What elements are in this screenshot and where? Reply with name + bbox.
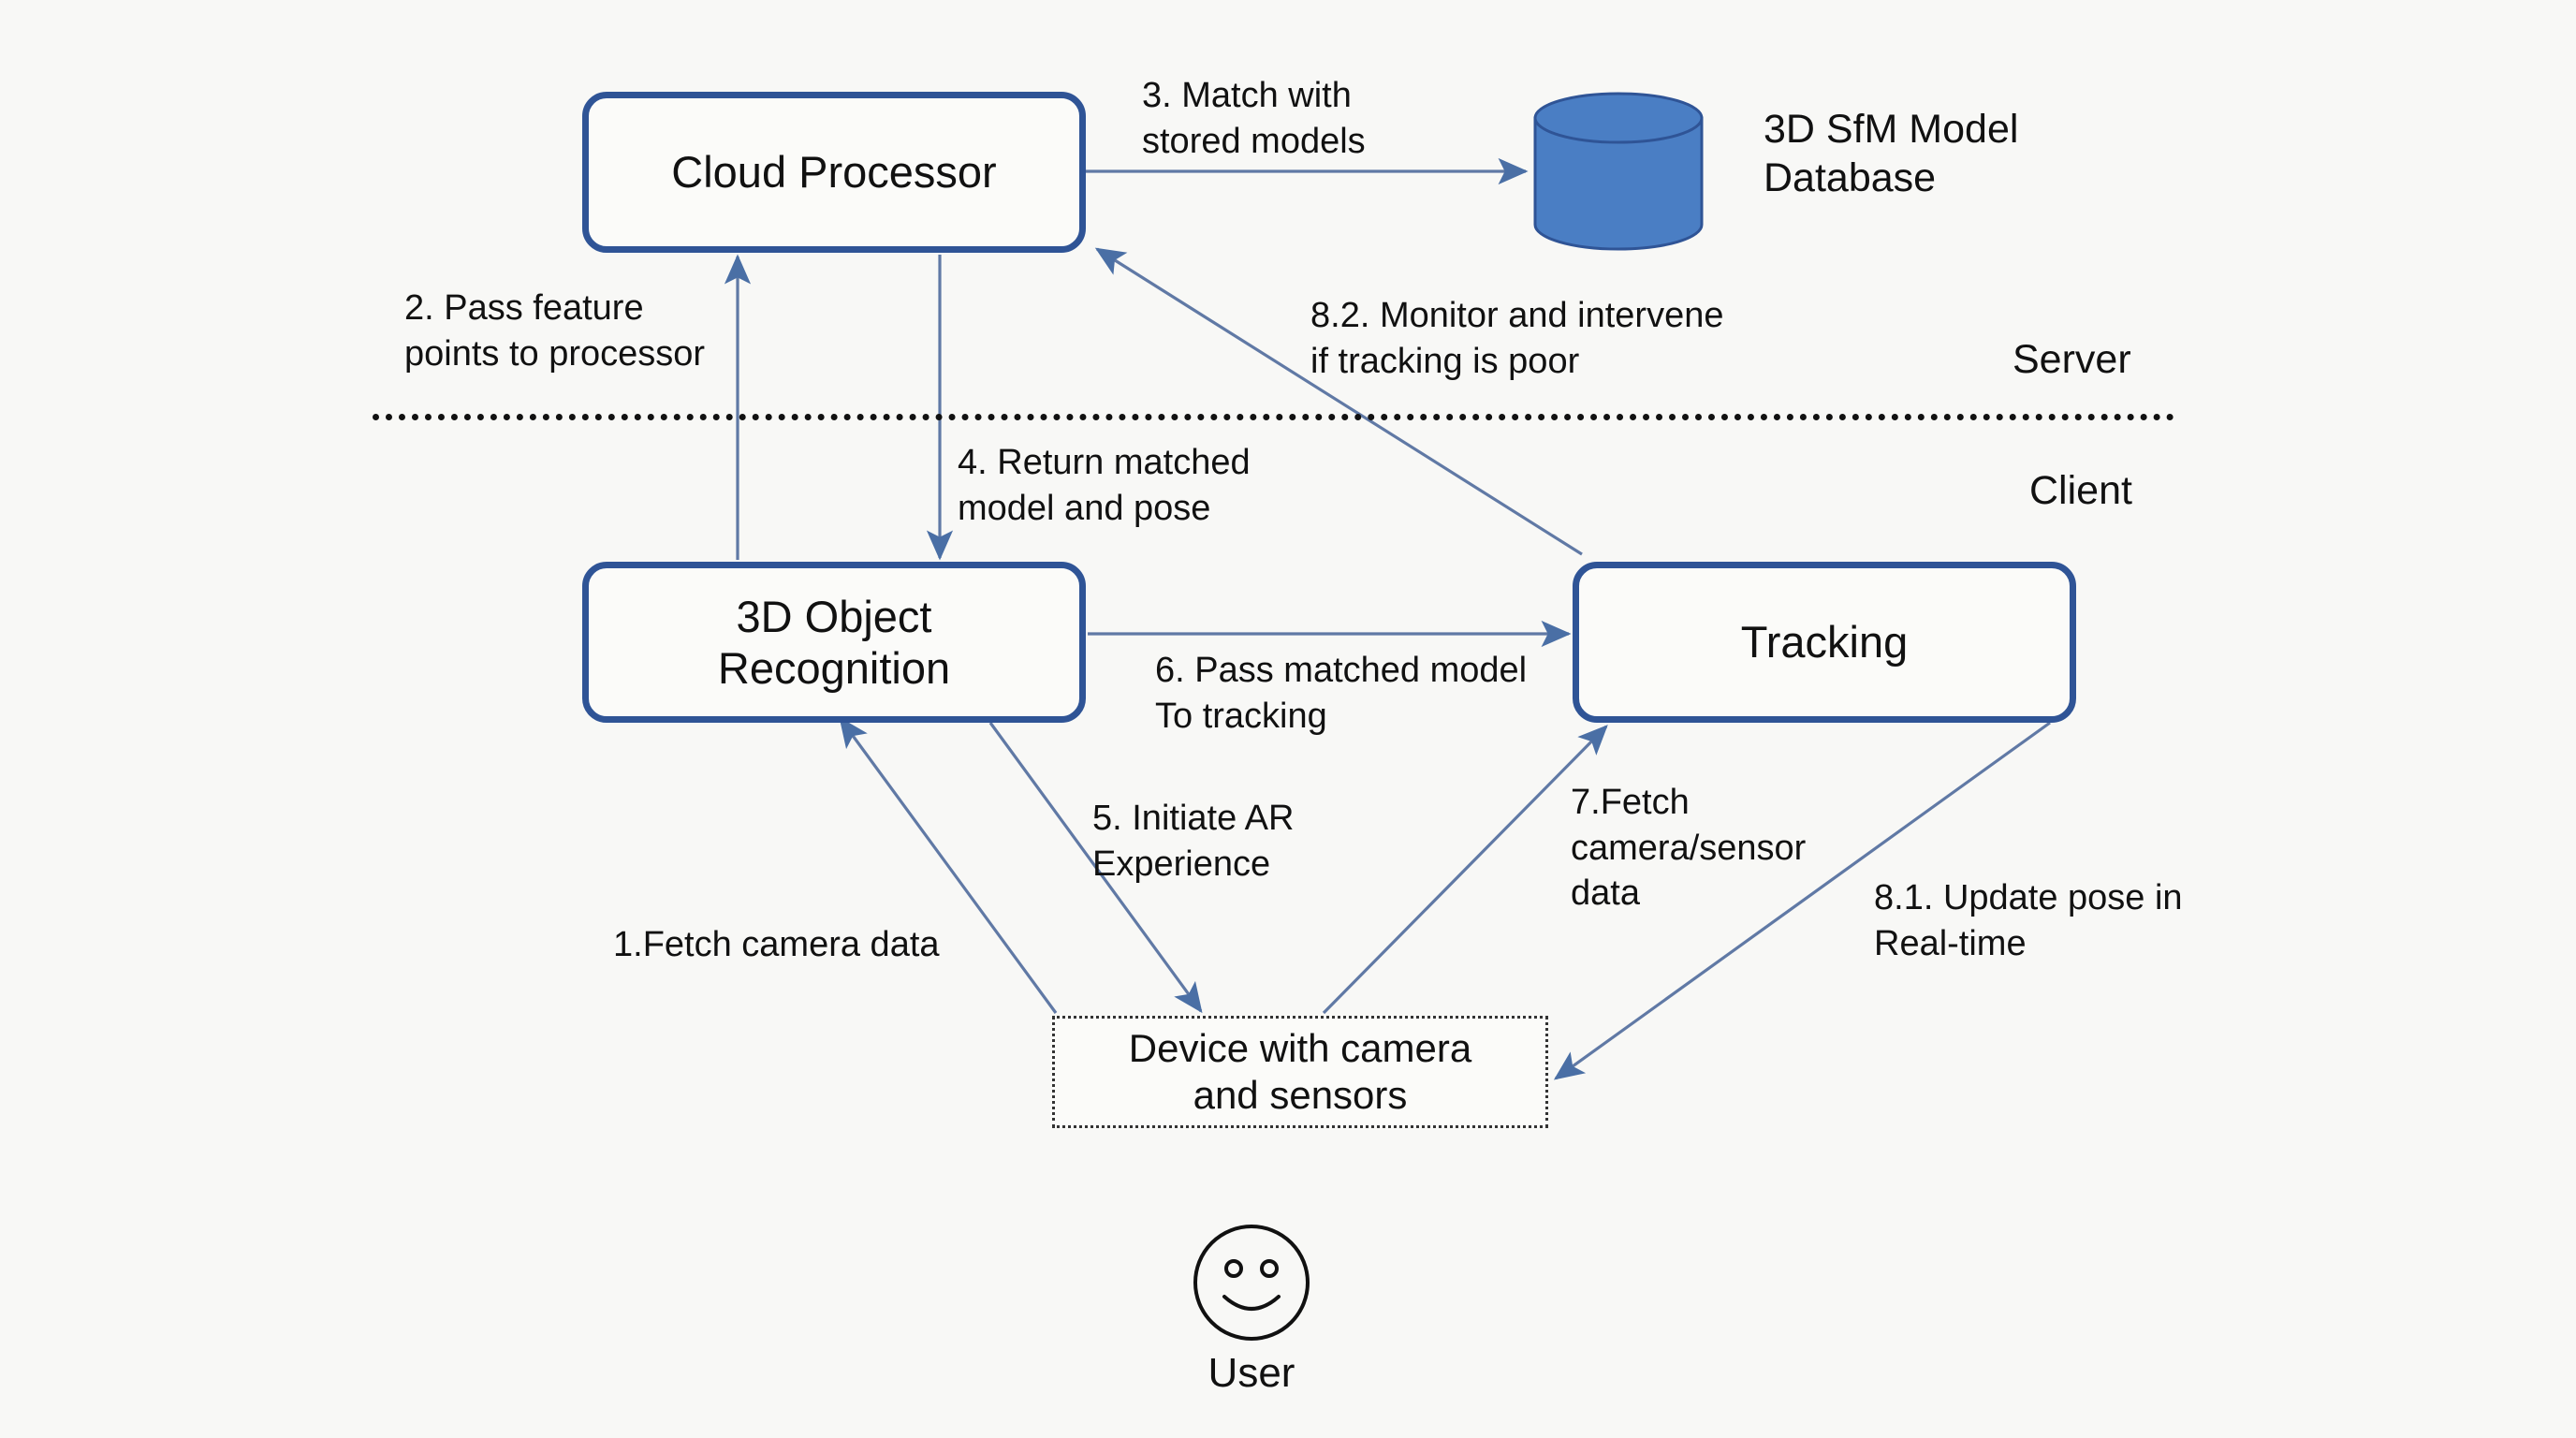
edge-device-to-tracking <box>1322 725 1608 1015</box>
edge-label-step-7: 7.Fetch camera/sensor data <box>1571 783 1807 914</box>
node-tracking[interactable]: Tracking <box>1573 562 2076 723</box>
edge-label-step-6: 6. Pass matched model To tracking <box>1155 651 1528 736</box>
database-cylinder-icon[interactable] <box>1531 92 1705 251</box>
edge-label-step-1: 1.Fetch camera data <box>613 925 940 964</box>
database-caption: 3D SfM Model Database <box>1764 107 2019 201</box>
node-tracking-label: Tracking <box>1740 617 1909 668</box>
node-cloud-processor[interactable]: Cloud Processor <box>582 92 1086 253</box>
server-client-divider <box>373 414 2174 420</box>
edge-label-step-2: 2. Pass feature points to processor <box>404 288 706 374</box>
edge-label-step-8-2: 8.2. Monitor and intervene if tracking i… <box>1310 296 1724 381</box>
edge-label-step-5: 5. Initiate AR Experience <box>1092 799 1295 884</box>
smiley-face-icon <box>1191 1222 1312 1343</box>
node-device-label: Device with camera and sensors <box>1128 1025 1472 1117</box>
zone-label-client: Client <box>2029 468 2132 513</box>
edge-label-step-8-1: 8.1. Update pose in Real-time <box>1874 878 2183 963</box>
edge-device-to-recognition <box>839 716 1058 1014</box>
edge-label-step-3: 3. Match with stored models <box>1142 76 1366 161</box>
edge-label-step-4: 4. Return matched model and pose <box>958 443 1251 528</box>
node-3d-object-recognition-label: 3D Object Recognition <box>717 591 951 693</box>
zone-label-server: Server <box>2012 337 2131 382</box>
node-device-with-camera[interactable]: Device with camera and sensors <box>1052 1016 1548 1128</box>
node-3d-object-recognition[interactable]: 3D Object Recognition <box>582 562 1086 723</box>
node-cloud-processor-label: Cloud Processor <box>671 147 997 198</box>
actor-user-label: User <box>1208 1350 1295 1396</box>
